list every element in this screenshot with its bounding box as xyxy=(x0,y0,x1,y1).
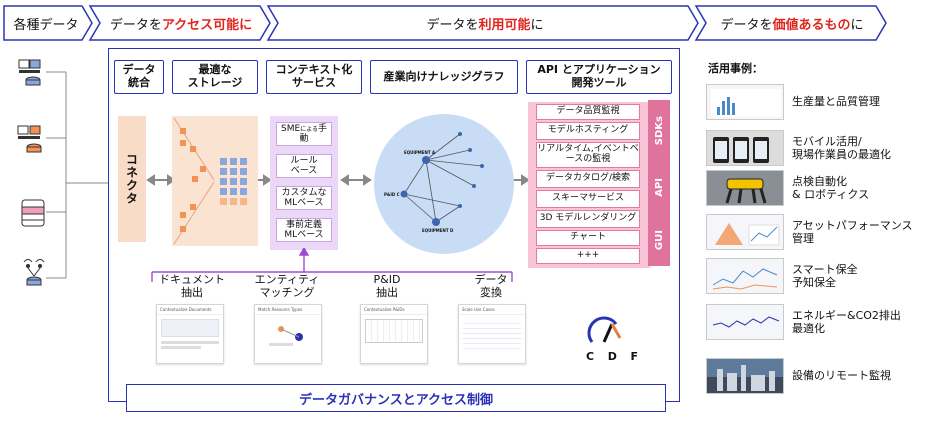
stage-accessible: データをアクセス可能に xyxy=(109,17,253,33)
col-knowledge-graph: 産業向けナレッジグラフ xyxy=(370,60,518,94)
svc-data-quality: データ品質監視 xyxy=(536,104,640,120)
thumb-chart-icon xyxy=(706,84,784,120)
col-api-tools: API とアプリケーション 開発ツール xyxy=(526,60,672,94)
doc-card-documents: Contextualize Documents xyxy=(156,304,224,364)
knowledge-graph: EQUIPMENT A P&ID C EQUIPMENT D xyxy=(374,114,514,254)
doc-card-matching: Match Resource Types xyxy=(254,304,322,364)
svc-model-hosting: モデルホスティング xyxy=(536,122,640,140)
thumb-robot-dog-icon xyxy=(706,170,784,206)
use-case-production-quality: 生産量と品質管理 xyxy=(706,84,936,120)
node-equipment-d: EQUIPMENT D xyxy=(422,228,454,233)
sub-pid-extraction: P&ID 抽出 xyxy=(373,273,401,299)
context-bracket xyxy=(151,248,513,282)
app-services-panel: データ品質監視 モデルホスティング リアルタイム,イベントベースの監視 データカ… xyxy=(528,102,650,268)
svc-more-items: +++ xyxy=(536,248,640,264)
iot-sensor-icon xyxy=(23,259,45,286)
service-sme-manual: SMEによる手動 xyxy=(276,122,332,146)
thumb-heatmap-icon xyxy=(706,214,784,250)
source-icons xyxy=(17,59,108,286)
use-case-predictive-maintenance: スマート保全 予知保全 xyxy=(706,258,936,294)
context-services-panel: SMEによる手動 ルール ベース カスタムな MLベース 事前定義 MLベース xyxy=(270,116,338,250)
database-network-icon xyxy=(18,59,41,86)
use-case-asset-performance: アセットパフォーマンス 管理 xyxy=(706,214,936,250)
tool-sdks: SDKs xyxy=(653,116,665,146)
service-rule-based: ルール ベース xyxy=(276,154,332,178)
storage-block xyxy=(172,116,258,246)
governance-banner: データガバナンスとアクセス制御 xyxy=(126,384,666,412)
node-equipment-a: EQUIPMENT A xyxy=(404,150,436,155)
tool-api: API xyxy=(653,178,665,197)
thumb-tablets-icon xyxy=(706,130,784,166)
sub-doc-extraction: ドキュメント 抽出 xyxy=(159,273,225,299)
sub-entity-matching: エンティティ マッチング xyxy=(254,273,320,299)
node-pid-c: P&ID C xyxy=(384,192,400,197)
service-predefined-ml: 事前定義 MLベース xyxy=(276,218,332,242)
sub-data-transform: データ 変換 xyxy=(474,273,508,299)
thumb-line-chart-icon xyxy=(706,258,784,294)
svc-schema: スキーマサービス xyxy=(536,190,640,208)
stage-sources: 各種データ xyxy=(13,17,79,33)
col-data-integration: データ 統合 xyxy=(114,60,164,94)
svc-charts: チャート xyxy=(536,230,640,246)
svc-data-catalog: データカタログ/検索 xyxy=(536,170,640,188)
graph-network-icon xyxy=(400,132,484,226)
stage-usable: データを利用可能に xyxy=(426,17,544,33)
thumb-plant-icon xyxy=(706,358,784,394)
use-cases-list: 生産量と品質管理 モバイル活用/ 現場作業員の最適化 点検自動化 & ロボティク… xyxy=(706,0,936,435)
svc-realtime-monitoring: リアルタイム,イベントベースの監視 xyxy=(536,142,640,168)
svc-3d-model: 3D モデルレンダリング xyxy=(536,210,640,228)
server-database-icon xyxy=(17,125,42,153)
use-case-mobile-worker: モバイル活用/ 現場作業員の最適化 xyxy=(706,130,936,166)
connector-block: コネクタ xyxy=(118,116,146,242)
cdf-logo-icon xyxy=(587,316,622,343)
use-case-robotics: 点検自動化 & ロボティクス xyxy=(706,170,936,206)
doc-card-transform: Scale Use Cases xyxy=(458,304,526,364)
use-case-energy-co2: エネルギー&CO2排出 最適化 xyxy=(706,304,936,340)
tool-gui: GUI xyxy=(653,229,665,250)
dev-tools-strip: SDKs API GUI xyxy=(648,100,670,266)
doc-card-pid: Contextualize P&IDs xyxy=(360,304,428,364)
col-storage: 最適な ストレージ xyxy=(172,60,258,94)
stacked-database-icon xyxy=(21,199,45,227)
col-contextualization: コンテキスト化 サービス xyxy=(266,60,362,94)
service-custom-ml: カスタムな MLベース xyxy=(276,186,332,210)
use-case-remote-monitoring: 設備のリモート監視 xyxy=(706,358,936,394)
use-cases-title: 活用事例： xyxy=(708,62,763,75)
stage-valuable: データを価値あるものに xyxy=(720,17,864,33)
thumb-trend-icon xyxy=(706,304,784,340)
header-chevrons xyxy=(3,5,887,41)
